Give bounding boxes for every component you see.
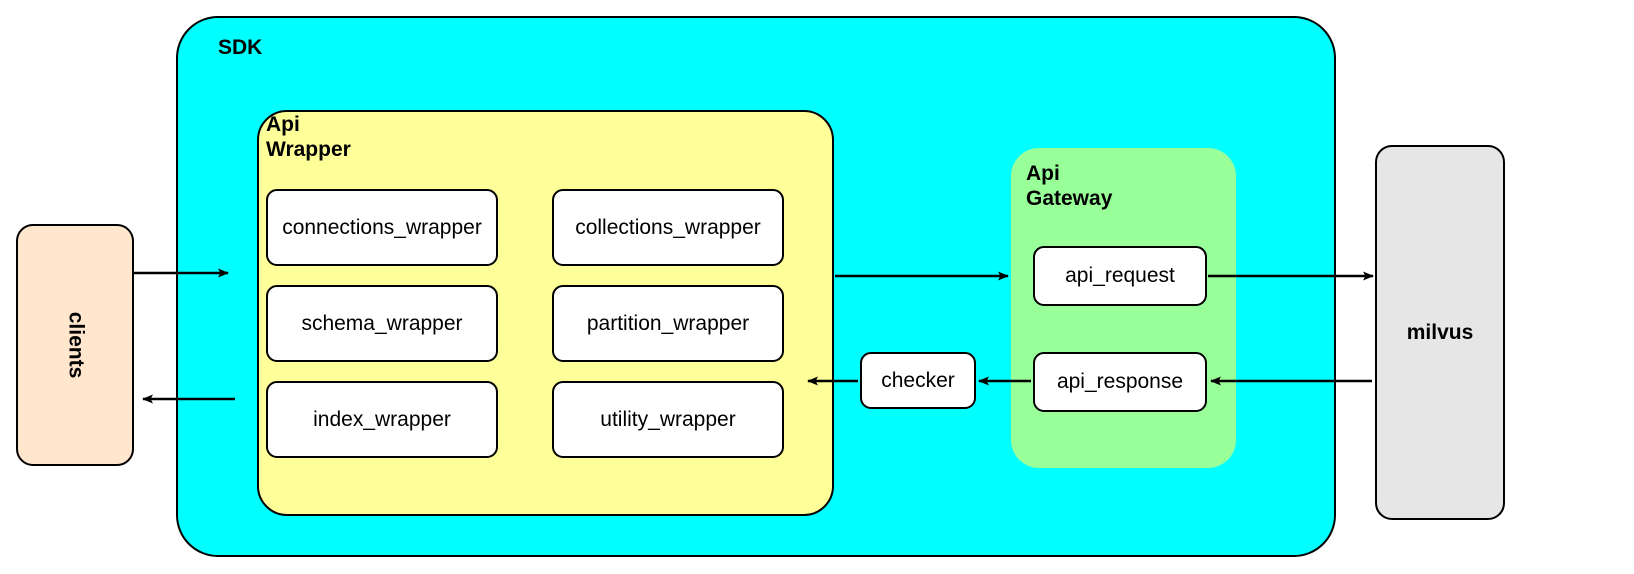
node-label: api_response xyxy=(1056,370,1184,393)
api-gateway-container-label: Api Gateway xyxy=(1026,162,1113,210)
node-partition-wrapper[interactable]: partition_wrapper xyxy=(552,285,784,362)
node-utility-wrapper[interactable]: utility_wrapper xyxy=(552,381,784,458)
node-label: collections_wrapper xyxy=(575,215,761,239)
node-collections-wrapper[interactable]: collections_wrapper xyxy=(552,189,784,266)
api-wrapper-container-label: Api Wrapper xyxy=(266,113,351,161)
node-label: partition_wrapper xyxy=(586,311,750,335)
node-label: index_wrapper xyxy=(313,407,451,431)
node-label: schema_wrapper xyxy=(301,311,463,335)
node-label: milvus xyxy=(1406,320,1474,344)
node-api-request[interactable]: api_request xyxy=(1033,246,1207,306)
node-clients[interactable]: clients xyxy=(16,224,134,466)
node-index-wrapper[interactable]: index_wrapper xyxy=(266,381,498,458)
node-milvus[interactable]: milvus xyxy=(1375,145,1505,520)
node-label: connections_wrapper xyxy=(282,215,482,239)
node-label: api_request xyxy=(1065,264,1175,287)
node-api-response[interactable]: api_response xyxy=(1033,352,1207,412)
node-label: clients xyxy=(64,311,87,379)
sdk-container-label: SDK xyxy=(218,36,263,59)
node-label: utility_wrapper xyxy=(600,407,736,431)
api-gateway-container[interactable] xyxy=(1011,148,1236,468)
node-checker[interactable]: checker xyxy=(860,352,976,409)
node-schema-wrapper[interactable]: schema_wrapper xyxy=(266,285,498,362)
node-connections-wrapper[interactable]: connections_wrapper xyxy=(266,189,498,266)
node-label: checker xyxy=(881,368,955,392)
